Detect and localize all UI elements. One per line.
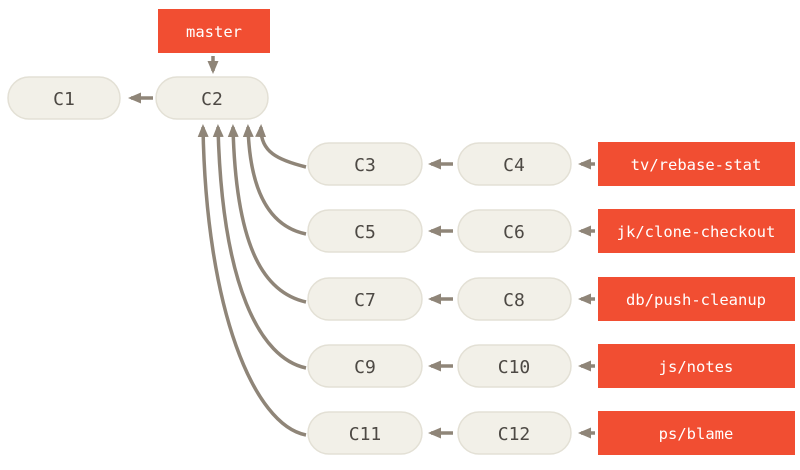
commit-c3-text: C3 <box>354 155 376 176</box>
branch-label-text: jk/clone-checkout <box>617 223 776 241</box>
commit-c3-pill <box>307 142 423 186</box>
commit-c8-pill <box>457 277 572 321</box>
arrow-c3-to-c2-icon <box>255 124 307 169</box>
arrow-c9-to-c2-icon <box>212 124 307 370</box>
commit-c5-text: C5 <box>354 222 376 243</box>
commit-c6-pill <box>457 209 572 253</box>
commit-c11-pill <box>307 411 423 455</box>
branch-label-box <box>598 411 795 455</box>
arrow-c5-to-c2-icon <box>242 124 307 236</box>
commit-c8-text: C8 <box>503 290 525 311</box>
master-label-text: master <box>186 23 242 41</box>
branch-row-jk-clone-checkout: C5 C6 jk/clone-checkout <box>307 209 795 253</box>
commit-node-c1: C1 <box>7 76 121 120</box>
commit-c6-text: C6 <box>503 222 525 243</box>
commit-c10-pill <box>457 344 572 388</box>
commit-c11-text: C11 <box>349 424 382 445</box>
branch-row-db-push-cleanup: C7 C8 db/push-cleanup <box>307 277 795 321</box>
commit-c2-pill <box>155 76 269 120</box>
commit-c1-text: C1 <box>53 89 75 110</box>
commit-node-c2: C2 <box>155 76 269 120</box>
commit-c4-pill <box>457 142 572 186</box>
branch-label-box <box>598 277 795 321</box>
commit-c1-pill <box>7 76 121 120</box>
commit-c7-text: C7 <box>354 290 376 311</box>
branch-label-text: tv/rebase-stat <box>631 156 762 174</box>
commit-c10-text: C10 <box>498 357 531 378</box>
commit-c9-text: C9 <box>354 357 376 378</box>
commit-c2-text: C2 <box>201 89 223 110</box>
commit-c12-text: C12 <box>498 424 531 445</box>
commit-c7-pill <box>307 277 423 321</box>
branch-row-ps-blame: C11 C12 ps/blame <box>307 411 795 455</box>
arrow-c11-to-c2-icon <box>197 124 307 437</box>
branch-label-text: ps/blame <box>659 425 734 443</box>
branch-label-text: js/notes <box>659 358 734 376</box>
master-label-box <box>158 9 270 53</box>
master-branch-label: master <box>158 9 270 53</box>
branch-label-text: db/push-cleanup <box>626 291 766 309</box>
commit-c4-text: C4 <box>503 155 525 176</box>
branch-row-js-notes: C9 C10 js/notes <box>307 344 795 388</box>
commit-c9-pill <box>307 344 423 388</box>
branch-label-box <box>598 344 795 388</box>
branch-label-box <box>598 209 795 253</box>
arrow-c7-to-c2-icon <box>227 124 307 304</box>
branch-label-box <box>598 142 795 186</box>
branch-row-tv-rebase-stat: C3 C4 tv/rebase-stat <box>307 142 795 186</box>
commit-c12-pill <box>457 411 572 455</box>
commit-c5-pill <box>307 209 423 253</box>
